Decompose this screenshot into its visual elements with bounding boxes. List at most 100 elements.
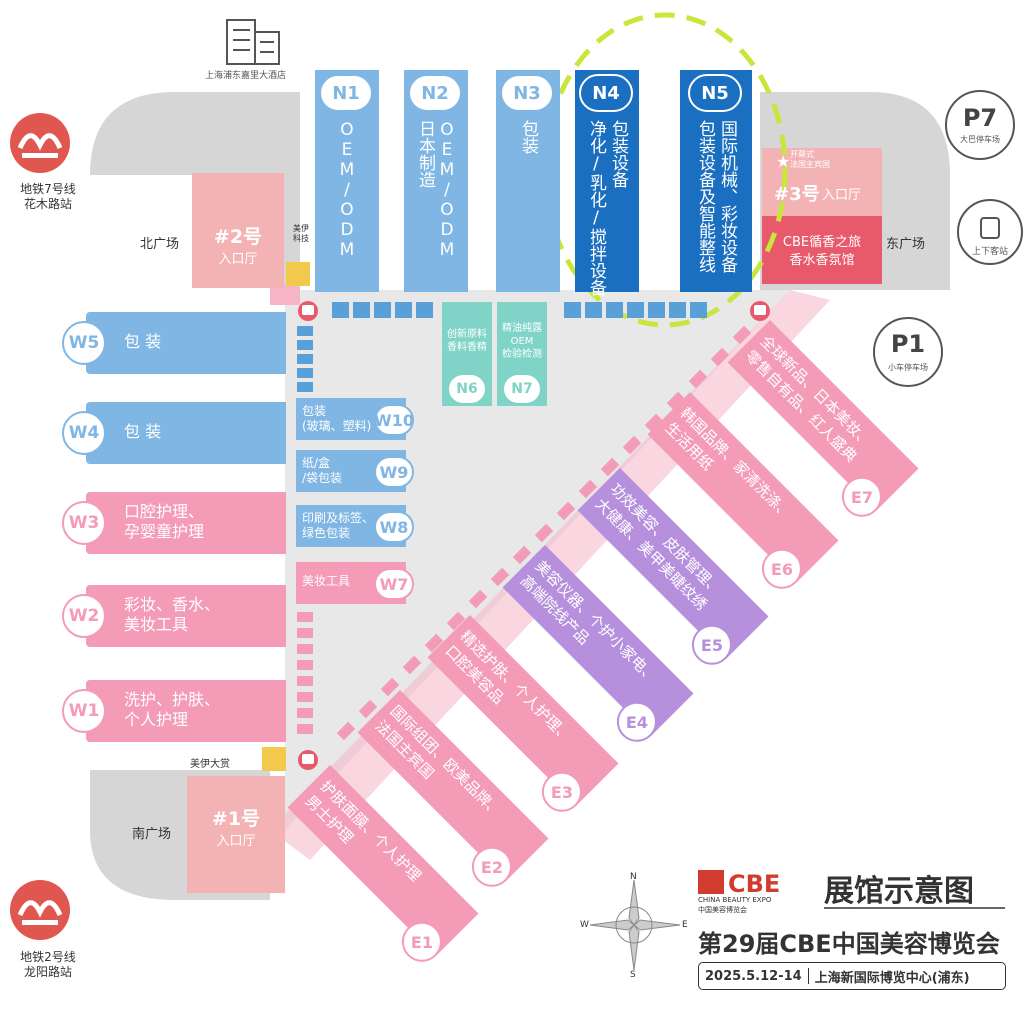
hall-w5-badge: W5 [62, 321, 106, 365]
hall-e2-badge: E2 [471, 846, 512, 887]
hall-w10-badge: W10 [374, 404, 414, 436]
hall-w7-badge: W7 [374, 568, 414, 600]
compass-n: N [630, 872, 637, 882]
north-plaza-label: 北广场 [140, 237, 180, 252]
hall-n7-text: 精油纯露 OEM 检验检测 [502, 323, 542, 360]
hall-w4-text: 包 装 [124, 422, 162, 441]
event-title: 第29届CBE中国美容博览会 [698, 930, 1000, 958]
hall-n2-badge: N2 [408, 74, 462, 112]
p1-circle [873, 317, 943, 387]
event-info-box: 2025.5.12-14 上海新国际博览中心(浦东) [698, 962, 1006, 990]
compass-s: S [630, 970, 636, 980]
entrance-2-label: 入口厅 [218, 252, 258, 267]
hall-w7[interactable]: 美妆工具 W7 [296, 562, 414, 604]
hall-w10[interactable]: 包装 (玻璃、塑料) W10 [296, 398, 414, 440]
hall-w3-text: 口腔护理、 孕婴童护理 [124, 502, 205, 541]
compass-icon [589, 879, 681, 971]
hall-w4-badge: W4 [62, 411, 106, 455]
hall-n4-badge: N4 [579, 74, 633, 112]
hall-w9-text: 纸/盒 /袋包装 [302, 456, 343, 485]
hall-w4[interactable]: W4 包 装 [62, 402, 286, 464]
hall-e4-badge: E4 [616, 701, 657, 742]
hall-n3[interactable]: N3 包装 [496, 70, 560, 292]
cbe-logo-mark [698, 870, 724, 894]
metro2-label: 地铁2号线 龙阳路站 [20, 950, 76, 979]
hall-w2-badge: W2 [62, 594, 106, 638]
meiyi-award-badge [262, 747, 286, 771]
fragrance-hall-block [762, 216, 882, 284]
event-date: 2025.5.12-14 [705, 968, 802, 984]
hall-w2[interactable]: W2 彩妆、香水、 美妆工具 [62, 585, 286, 647]
south-plaza-label: 南广场 [132, 827, 172, 842]
hall-w2-text: 彩妆、香水、 美妆工具 [124, 595, 221, 634]
hall-w3[interactable]: W3 口腔护理、 孕婴童护理 [62, 492, 286, 554]
hall-n7[interactable]: 精油纯露 OEM 检验检测 N7 [497, 302, 547, 406]
star-icon: ★ [776, 152, 791, 171]
hall-w5-text: 包 装 [124, 332, 162, 351]
hall-w1-badge: W1 [62, 689, 106, 733]
hall-n4[interactable]: N4 包装设备净化/乳化/搅拌设备 [575, 70, 639, 296]
meiyi-tech-badge [286, 262, 310, 286]
hall-e6-badge: E6 [761, 548, 802, 589]
hall-n7-badge: N7 [504, 375, 540, 403]
event-venue: 上海新国际博览中心(浦东) [814, 970, 970, 986]
p1-label: P1 [890, 330, 926, 358]
hall-n1-text: OEM/ODM [337, 120, 357, 260]
hall-w8[interactable]: 印刷及标签、 绿色包装 W8 [296, 505, 414, 547]
hall-w9[interactable]: 纸/盒 /袋包装 W9 [296, 450, 414, 492]
cbe-logo-text: CBE [728, 870, 781, 898]
entrance-1-label: 入口厅 [216, 834, 256, 849]
compass-e: E [682, 920, 688, 930]
hall-w8-text: 印刷及标签、 绿色包装 [302, 511, 375, 540]
entrance-2-block [192, 173, 284, 288]
hall-n3-badge: N3 [500, 74, 554, 112]
fragrance-hall-label: CBE循香之旅 香水香氛馆 [782, 235, 862, 268]
meiyi-award-label: 美伊大赏 [190, 759, 230, 770]
corridor-north [270, 285, 300, 305]
hall-w5[interactable]: W5 包 装 [62, 312, 286, 374]
hall-e7-badge: E7 [841, 476, 882, 517]
hall-e5-badge: E5 [691, 624, 732, 665]
entrance-3-number: #3号 [774, 184, 820, 205]
coach-label: 上下客站 [971, 247, 1008, 257]
hotel-label: 上海浦东嘉里大酒店 [205, 71, 287, 81]
hall-e3-badge: E3 [541, 771, 582, 812]
booth-row-top [332, 302, 707, 318]
meiyi-tech-label: 美伊 科技 [293, 224, 309, 243]
hall-n5[interactable]: N5 国际机械、彩妆设备包装设备及智能整线 [680, 70, 752, 292]
hall-n6-badge: N6 [449, 375, 485, 403]
hall-w1-text: 洗护、护肤、 个人护理 [124, 690, 221, 729]
hall-w1[interactable]: W1 洗护、护肤、 个人护理 [62, 680, 286, 742]
hall-n1[interactable]: N1 OEM/ODM [315, 70, 379, 292]
hall-n6[interactable]: 创新原料 香料香精 N6 [442, 302, 492, 406]
outer-plaza-ring [90, 92, 300, 300]
bus-icon-1 [298, 301, 318, 321]
hall-w7-text: 美妆工具 [302, 574, 351, 588]
hall-w10-text: 包装 (玻璃、塑料) [302, 404, 372, 433]
booth-diag [336, 325, 752, 741]
east-plaza-label: 东广场 [886, 237, 926, 252]
booth-column-left-pink [297, 612, 313, 734]
bus-icon-2 [750, 301, 770, 321]
hall-w9-badge: W9 [374, 456, 414, 488]
metro7-label: 地铁7号线 花木路站 [20, 182, 76, 211]
compass-w: W [580, 920, 589, 930]
hall-n1-badge: N1 [319, 74, 373, 112]
page-title: 展馆示意图 [824, 874, 974, 909]
booth-column-left [297, 326, 313, 392]
hall-n5-text: 国际机械、彩妆设备包装设备及智能整线 [695, 120, 737, 273]
entrance-3-label: 入口厅 [822, 188, 862, 203]
p1-sub-label: 小车停车场 [888, 363, 928, 372]
bus-icon-3 [298, 750, 318, 770]
entrance-3-note: 开幕式 法国主宾国 [790, 150, 830, 169]
entrance-2-number: #2号 [213, 226, 263, 248]
metro-2-icon [10, 880, 70, 940]
hall-w8-badge: W8 [374, 511, 414, 543]
entrance-1-block [187, 776, 285, 893]
hotel-icon [226, 19, 280, 65]
p7-sub-label: 大巴停车场 [960, 135, 1000, 144]
hall-n3-text: 包装 [518, 120, 538, 154]
hall-w3-badge: W3 [62, 501, 106, 545]
